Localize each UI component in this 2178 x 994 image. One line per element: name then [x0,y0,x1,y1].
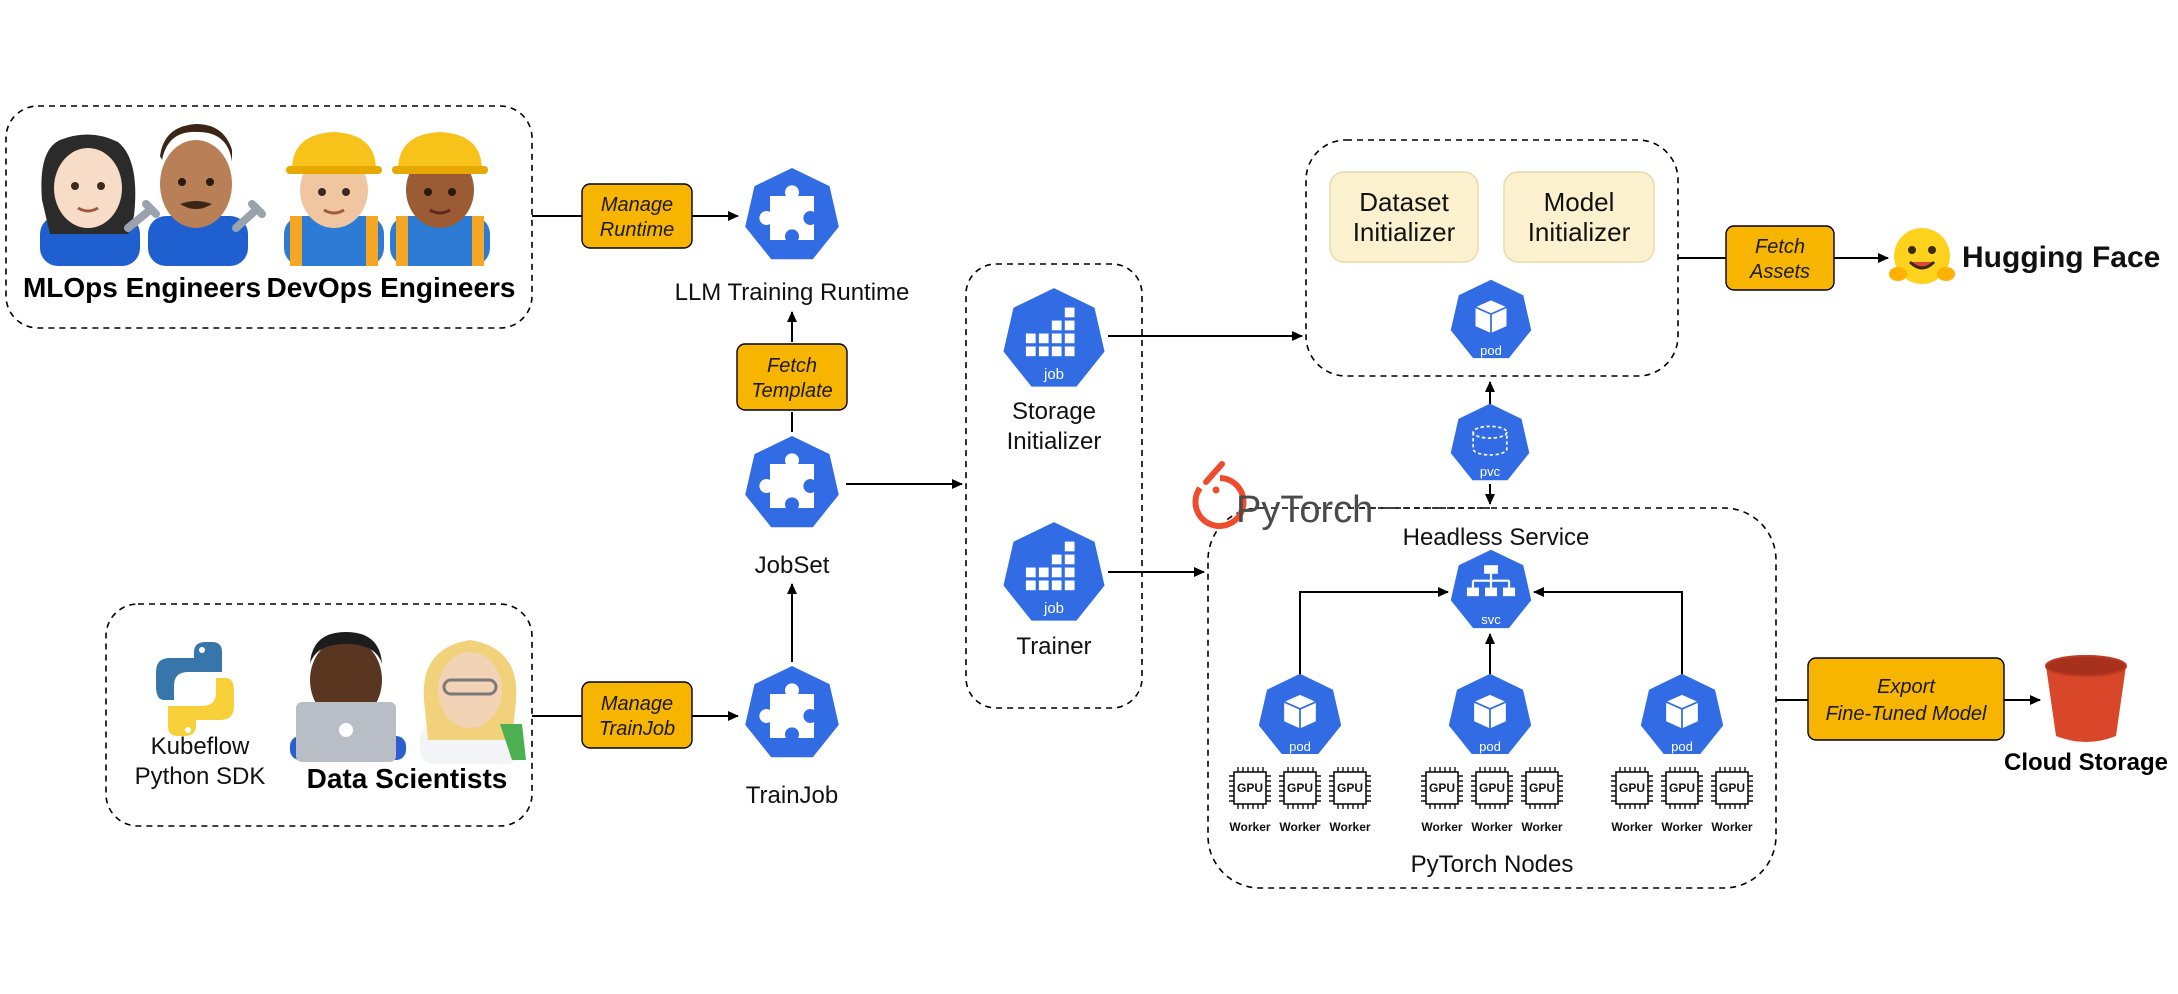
trainer-label: Trainer [1016,633,1091,660]
pytorch-brand-label: PyTorch [1236,489,1373,531]
mlops-engineer-female-avatar [40,134,160,266]
worker-label: Worker [1421,820,1462,834]
storage-job-caption: job [1043,366,1064,383]
cloud-storage-bucket-icon [2045,655,2127,742]
mlops-engineers-label: MLOps Engineers [23,272,261,303]
gpu-label: GPU [1479,781,1505,795]
sdk-label-line1: Kubeflow [151,733,250,760]
connector-arrows [532,211,2041,721]
pytorch-nodes-group [1207,507,1777,889]
fetch-template-line2: Template [751,380,833,402]
hugging-face-label: Hugging Face [1962,241,2160,274]
headless-service-label: Headless Service [1403,524,1590,551]
storage-initializer-line2: Initializer [1007,428,1102,455]
hugging-face-logo-icon [1889,228,1955,284]
worker-label: Worker [1229,820,1270,834]
pytorch-logo-icon [1192,461,1247,529]
worker-label: Worker [1611,820,1652,834]
worker-label: Worker [1521,820,1562,834]
svc-caption: svc [1481,612,1501,627]
mlops-engineer-male-avatar [148,124,266,266]
gpu-label: GPU [1287,781,1313,795]
cloud-storage-label: Cloud Storage [2004,749,2168,776]
trainer-job-caption: job [1043,600,1064,617]
gpu-label: GPU [1669,781,1695,795]
initializer-pod-caption: pod [1480,343,1502,358]
jobset-group [965,263,1143,709]
worker-label: Worker [1329,820,1370,834]
worker-label: Worker [1279,820,1320,834]
manage-runtime-line2: Runtime [600,219,674,241]
devops-engineer-female-avatar [390,132,490,266]
pod3-caption: pod [1671,739,1693,754]
fetch-assets-line2: Assets [1749,261,1810,283]
dataset-initializer-line2: Initializer [1353,217,1456,247]
storage-initializer-line1: Storage [1012,398,1096,425]
manage-trainjob-action: Manage TrainJob [581,681,693,749]
pytorch-nodes-label: PyTorch Nodes [1411,851,1574,878]
trainjob-label: TrainJob [746,782,838,809]
dataset-initializer-line1: Dataset [1359,187,1449,217]
export-model-line2: Fine-Tuned Model [1826,703,1987,725]
manage-runtime-line1: Manage [601,194,673,216]
fetch-assets-action: Fetch Assets [1725,225,1835,291]
python-logo-icon [156,642,234,736]
model-initializer-line1: Model [1544,187,1615,217]
gpu-label: GPU [1337,781,1363,795]
pod2-caption: pod [1479,739,1501,754]
data-scientist-laptop-avatar [290,632,406,762]
worker-label: Worker [1471,820,1512,834]
dataset-initializer-box: Dataset Initializer [1329,171,1479,263]
llm-runtime-label: LLM Training Runtime [675,279,910,306]
gpu-label: GPU [1429,781,1455,795]
sdk-label-line2: Python SDK [135,763,266,790]
gpu-label: GPU [1237,781,1263,795]
fetch-template-action: Fetch Template [736,343,848,411]
manage-trainjob-line1: Manage [601,693,673,715]
manage-trainjob-line2: TrainJob [599,718,675,740]
export-model-action: Export Fine-Tuned Model [1807,657,2005,741]
devops-engineers-label: DevOps Engineers [267,272,516,303]
fetch-template-line1: Fetch [767,355,817,377]
gpu-label: GPU [1529,781,1555,795]
llm-runtime-puzzle-icon [745,168,839,260]
data-scientists-label: Data Scientists [307,763,508,794]
scientists-group [105,603,533,827]
model-initializer-box: Model Initializer [1503,171,1655,263]
gpu-workers-group-1: GPU GPU GPU Worker Worker Worker [1228,766,1372,834]
gpu-label: GPU [1719,781,1745,795]
pod1-caption: pod [1289,739,1311,754]
data-scientist-lab-avatar [420,640,526,764]
gpu-workers-group-2: GPU GPU GPU Worker Worker Worker [1420,766,1564,834]
worker-label: Worker [1661,820,1702,834]
jobset-puzzle-icon [745,436,839,528]
fetch-assets-line1: Fetch [1755,236,1805,258]
jobset-label: JobSet [755,552,830,579]
devops-engineer-male-avatar [284,132,384,266]
model-initializer-line2: Initializer [1528,217,1631,247]
pvc-caption: pvc [1480,464,1501,479]
trainjob-puzzle-icon [745,666,839,758]
worker-label: Worker [1711,820,1752,834]
manage-runtime-action: Manage Runtime [581,183,693,249]
engineers-group [5,105,533,329]
gpu-workers-group-3: GPU GPU GPU Worker Worker Worker [1610,766,1754,834]
export-model-line1: Export [1877,676,1936,698]
gpu-label: GPU [1619,781,1645,795]
